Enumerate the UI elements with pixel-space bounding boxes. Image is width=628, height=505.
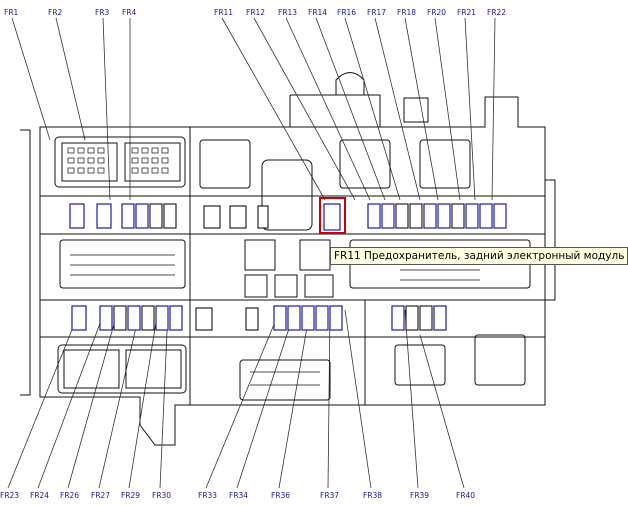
fuse-fr21[interactable] xyxy=(479,203,493,229)
label-fr18[interactable]: FR18 xyxy=(397,8,416,17)
top-relays xyxy=(199,97,471,231)
middle-components xyxy=(244,239,334,298)
fuse-fr12[interactable] xyxy=(367,203,381,229)
fuse-fr42[interactable] xyxy=(433,305,447,331)
lower-middle-connector xyxy=(239,359,331,401)
fuse-fr34[interactable] xyxy=(287,305,301,331)
fuse-fr39[interactable] xyxy=(391,305,405,331)
fuse-tooltip: FR11 Предохранитель, задний электронный … xyxy=(330,247,628,265)
upper-left-connector xyxy=(54,136,186,188)
fuse-fr30[interactable] xyxy=(169,305,183,331)
label-fr36[interactable]: FR36 xyxy=(271,491,290,500)
label-fr30[interactable]: FR30 xyxy=(152,491,171,500)
label-fr17[interactable]: FR17 xyxy=(367,8,386,17)
label-fr16[interactable]: FR16 xyxy=(337,8,356,17)
fuse-fr15[interactable] xyxy=(409,203,423,229)
label-fr29[interactable]: FR29 xyxy=(121,491,140,500)
fuse-fr4[interactable] xyxy=(135,203,149,229)
fuse-fr36[interactable] xyxy=(301,305,315,331)
fuse-fr14[interactable] xyxy=(395,203,409,229)
fuse-fr37[interactable] xyxy=(315,305,329,331)
lower-fuse-row xyxy=(71,305,447,331)
label-fr26[interactable]: FR26 xyxy=(60,491,79,500)
fuse-fr8[interactable] xyxy=(229,205,247,229)
label-fr37[interactable]: FR37 xyxy=(320,491,339,500)
fuse-fr18[interactable] xyxy=(451,203,465,229)
label-fr23[interactable]: FR23 xyxy=(0,491,19,500)
fuse-fr11[interactable] xyxy=(323,203,341,231)
label-fr27[interactable]: FR27 xyxy=(91,491,110,500)
fuse-fr3[interactable] xyxy=(121,203,135,229)
fuse-fr5[interactable] xyxy=(149,203,163,229)
fuse-box-outline xyxy=(20,72,556,446)
fuse-fr23[interactable] xyxy=(71,305,87,331)
label-fr24[interactable]: FR24 xyxy=(30,491,49,500)
fuse-fr9[interactable] xyxy=(257,205,269,229)
label-fr21[interactable]: FR21 xyxy=(457,8,476,17)
label-fr20[interactable]: FR20 xyxy=(427,8,446,17)
label-fr12[interactable]: FR12 xyxy=(246,8,265,17)
label-fr4[interactable]: FR4 xyxy=(122,8,137,17)
leader-lines-top xyxy=(11,17,496,201)
fuse-fr13[interactable] xyxy=(381,203,395,229)
fuse-fr24[interactable] xyxy=(99,305,113,331)
middle-left-connector xyxy=(59,239,186,289)
fuse-box-diagram: FR1 FR2 FR3 FR4 FR11 FR12 FR13 FR14 FR16… xyxy=(0,8,556,500)
fuse-fr33[interactable] xyxy=(273,305,287,331)
fuse-fr7[interactable] xyxy=(203,205,221,229)
fuse-fr1[interactable] xyxy=(69,203,85,229)
selected-fuse-highlight xyxy=(319,197,346,234)
fuse-fr31[interactable] xyxy=(195,307,213,331)
label-fr40[interactable]: FR40 xyxy=(456,491,475,500)
fuse-fr38[interactable] xyxy=(329,305,343,331)
fuse-fr41[interactable] xyxy=(419,305,433,331)
label-fr11[interactable]: FR11 xyxy=(214,8,233,17)
label-fr39[interactable]: FR39 xyxy=(410,491,429,500)
fuse-fr29[interactable] xyxy=(155,305,169,331)
lower-left-connector xyxy=(57,344,187,394)
label-fr22[interactable]: FR22 xyxy=(487,8,506,17)
fuse-fr40[interactable] xyxy=(405,305,419,331)
label-fr13[interactable]: FR13 xyxy=(278,8,297,17)
leader-lines-bottom xyxy=(7,309,465,489)
fuse-fr17[interactable] xyxy=(437,203,451,229)
fuse-fr32[interactable] xyxy=(245,307,259,331)
lower-right-relays xyxy=(394,334,526,386)
label-fr2[interactable]: FR2 xyxy=(48,8,63,17)
fuse-fr22[interactable] xyxy=(493,203,507,229)
bottom-labels: FR23 FR24 FR26 FR27 FR29 FR30 FR33 FR34 … xyxy=(0,491,475,500)
fuse-fr27[interactable] xyxy=(141,305,155,331)
label-fr14[interactable]: FR14 xyxy=(308,8,327,17)
fuse-fr16[interactable] xyxy=(423,203,437,229)
fuse-fr6[interactable] xyxy=(163,203,177,229)
label-fr33[interactable]: FR33 xyxy=(198,491,217,500)
top-labels: FR1 FR2 FR3 FR4 FR11 FR12 FR13 FR14 FR16… xyxy=(4,8,506,17)
fuse-fr25[interactable] xyxy=(113,305,127,331)
label-fr3[interactable]: FR3 xyxy=(95,8,110,17)
fuse-fr2[interactable] xyxy=(96,203,112,229)
fuse-fr20[interactable] xyxy=(465,203,479,229)
fuse-fr26[interactable] xyxy=(127,305,141,331)
label-fr1[interactable]: FR1 xyxy=(4,8,19,17)
top-fuse-row xyxy=(69,197,507,234)
label-fr34[interactable]: FR34 xyxy=(229,491,248,500)
label-fr38[interactable]: FR38 xyxy=(363,491,382,500)
